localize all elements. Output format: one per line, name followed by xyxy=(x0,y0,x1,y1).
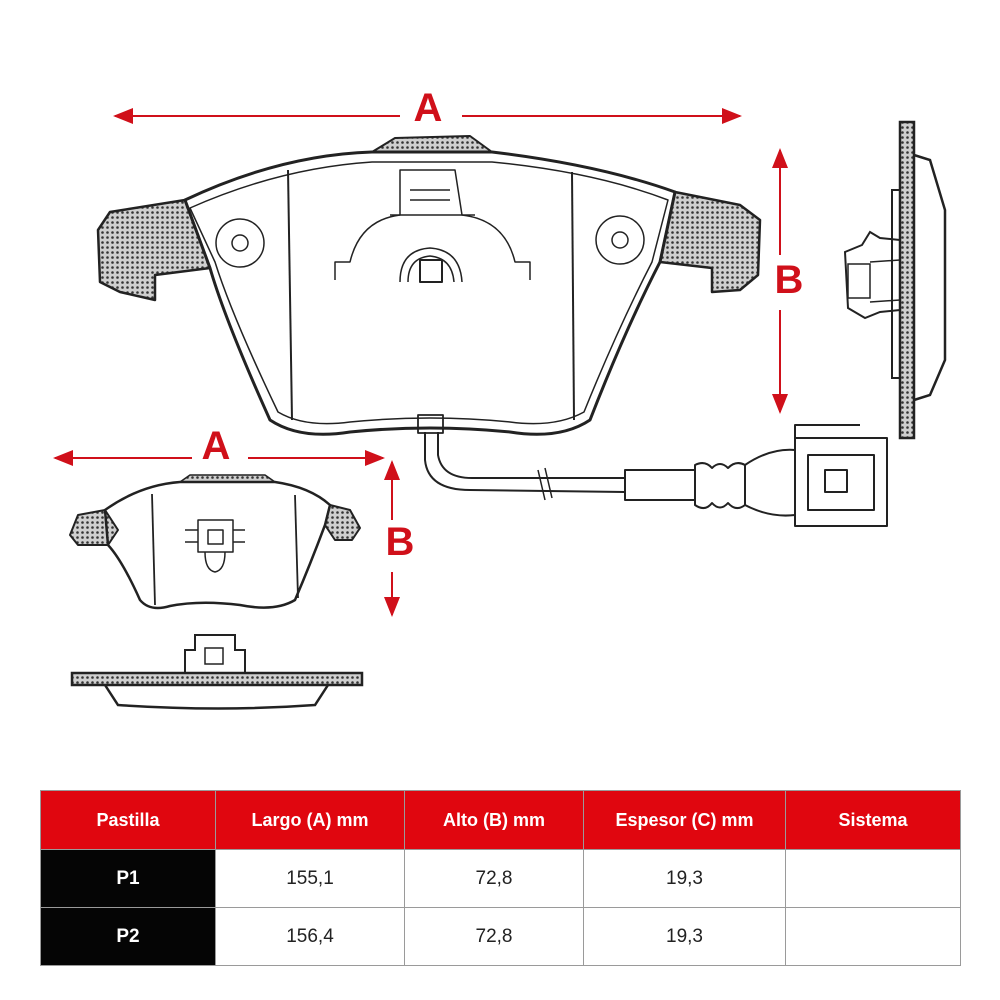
main-pad-slot-right xyxy=(571,171,575,421)
main-pad-center-clip xyxy=(334,169,531,280)
column-header-pastilla: Pastilla xyxy=(40,790,216,850)
small-pad-backplate xyxy=(103,480,332,610)
main-pad-right-ear xyxy=(658,190,762,294)
main-pad-rivet-right xyxy=(595,215,645,265)
main-pad-side-clip xyxy=(843,230,901,320)
table-row: P1 155,1 72,8 19,3 xyxy=(40,849,961,908)
row-sistema-cell xyxy=(785,907,961,966)
small-pad-front-view xyxy=(69,474,361,610)
main-pad-top-bump xyxy=(371,135,493,153)
column-header-largo: Largo (A) mm xyxy=(215,790,405,850)
main-pad-rivet-left xyxy=(215,218,265,268)
small-height-label: B xyxy=(386,520,415,564)
main-height-label: B xyxy=(775,258,804,302)
row-largo-cell: 156,4 xyxy=(215,907,405,966)
row-largo-cell: 155,1 xyxy=(215,849,405,908)
brake-pad-technical-drawing: A B A B xyxy=(53,86,947,710)
column-header-espesor: Espesor (C) mm xyxy=(583,790,786,850)
main-pad-left-ear xyxy=(96,198,212,302)
wear-sensor-connector xyxy=(624,424,888,527)
table-row: P2 156,4 72,8 19,3 xyxy=(40,907,961,966)
row-alto-cell: 72,8 xyxy=(404,849,584,908)
small-pad-right-ear xyxy=(324,504,361,541)
row-pastilla-cell: P1 xyxy=(40,849,216,908)
main-pad-friction-outline xyxy=(189,161,669,425)
small-pad-side-view xyxy=(70,634,364,710)
small-pad-left-ear xyxy=(69,509,119,546)
row-espesor-cell: 19,3 xyxy=(583,849,786,908)
specs-table: Pastilla Largo (A) mm Alto (B) mm Espeso… xyxy=(40,790,961,966)
row-pastilla-cell: P2 xyxy=(40,907,216,966)
main-pad-front-view xyxy=(96,135,888,527)
row-sistema-cell xyxy=(785,849,961,908)
main-pad-backplate xyxy=(183,150,677,436)
table-header-row: Pastilla Largo (A) mm Alto (B) mm Espeso… xyxy=(40,790,961,850)
main-length-label: A xyxy=(414,86,443,130)
small-pad-side-clip xyxy=(184,634,246,673)
small-length-label: A xyxy=(202,424,231,468)
row-alto-cell: 72,8 xyxy=(404,907,584,966)
main-pad-side-view xyxy=(843,120,947,440)
column-header-alto: Alto (B) mm xyxy=(404,790,584,850)
column-header-sistema: Sistema xyxy=(785,790,961,850)
wear-sensor-wire xyxy=(424,432,626,493)
row-espesor-cell: 19,3 xyxy=(583,907,786,966)
main-pad-slot-left xyxy=(287,169,293,421)
